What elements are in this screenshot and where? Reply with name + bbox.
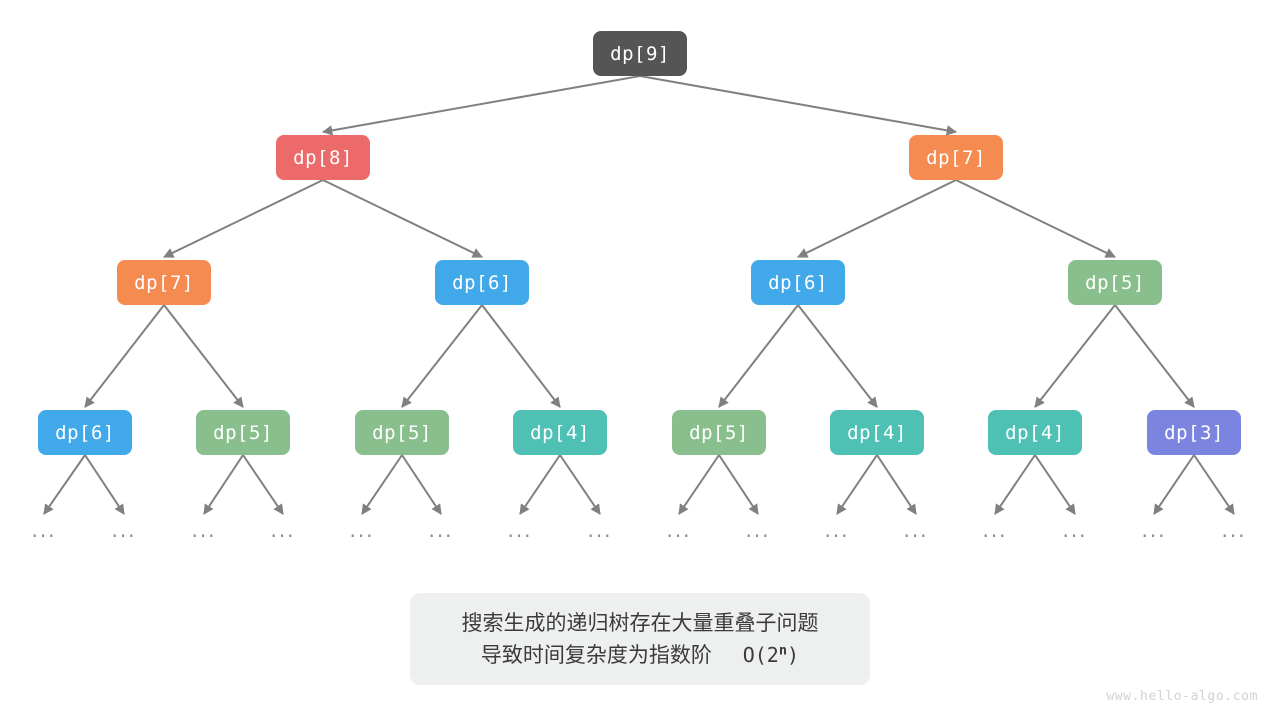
tree-node-label: dp[5] [1085, 271, 1145, 294]
complexity-tail: ) [787, 643, 800, 667]
tree-node-label: dp[5] [213, 421, 273, 444]
leaf-stub-edge-10 [836, 454, 878, 515]
tree-node-dp7-n2: dp[7] [909, 135, 1003, 180]
watermark: www.hello-algo.com [1106, 689, 1258, 704]
leaf-stub-edge-3 [242, 454, 284, 515]
complexity-formula: O(2n) [719, 642, 800, 667]
ellipsis-marker: ··· [31, 524, 57, 548]
tree-node-label: dp[6] [452, 271, 512, 294]
tree-node-label: dp[4] [847, 421, 907, 444]
tree-node-label: dp[4] [1005, 421, 1065, 444]
leaf-stub-edge-4 [361, 454, 403, 515]
tree-node-label: dp[8] [293, 146, 353, 169]
ellipsis-marker: ··· [191, 524, 217, 548]
tree-node-dp5-n6: dp[5] [1068, 260, 1162, 305]
tree-node-dp6-n5: dp[6] [751, 260, 845, 305]
leaf-stub-edge-7 [559, 454, 601, 515]
complexity-exponent: n [778, 642, 788, 659]
ellipsis-marker: ··· [507, 524, 533, 548]
edge-n1-to-n3 [163, 179, 324, 258]
leaf-stub-edge-2 [203, 454, 244, 515]
leaf-stub-edge-15 [1193, 454, 1235, 515]
tree-node-label: dp[9] [610, 42, 670, 65]
ellipsis-marker: ··· [587, 524, 613, 548]
tree-node-label: dp[6] [55, 421, 115, 444]
tree-node-label: dp[6] [768, 271, 828, 294]
leaf-stub-edge-6 [519, 454, 561, 515]
ellipsis-marker: ··· [111, 524, 137, 548]
edge-n3-to-n8 [163, 304, 244, 408]
tree-node-label: dp[7] [134, 271, 194, 294]
ellipsis-marker: ··· [903, 524, 929, 548]
ellipsis-marker: ··· [666, 524, 692, 548]
leaf-stub-edge-12 [994, 454, 1036, 515]
complexity-base: O(2 [742, 643, 779, 667]
ellipsis-marker: ··· [745, 524, 771, 548]
tree-edges [84, 75, 1195, 408]
edge-n2-to-n6 [955, 179, 1116, 258]
caption-line-1: 搜索生成的递归树存在大量重叠子问题 [461, 610, 819, 635]
edge-n0-to-n2 [639, 75, 958, 136]
leaf-stub-edge-9 [718, 454, 759, 515]
ellipsis-marker: ··· [1062, 524, 1088, 548]
ellipsis-marker: ··· [982, 524, 1008, 548]
tree-node-dp8-n1: dp[8] [276, 135, 370, 180]
tree-node-dp6-n7: dp[6] [38, 410, 132, 455]
edge-n5-to-n11 [718, 304, 799, 408]
edge-n4-to-n9 [401, 304, 483, 408]
tree-node-dp9-n0: dp[9] [593, 31, 687, 76]
caption-line-2-text: 导致时间复杂度为指数阶 [480, 643, 712, 667]
leaf-stub-edge-1 [84, 454, 125, 515]
tree-node-dp4-n13: dp[4] [988, 410, 1082, 455]
edge-n6-to-n13 [1034, 304, 1116, 408]
ellipsis-marker: ··· [824, 524, 850, 548]
tree-node-dp5-n11: dp[5] [672, 410, 766, 455]
edge-n2-to-n5 [797, 179, 957, 258]
tree-node-label: dp[7] [926, 146, 986, 169]
caption-line-2: 导致时间复杂度为指数阶 O(2n) [481, 642, 799, 668]
leaf-stub-edge-13 [1034, 454, 1076, 515]
tree-node-dp5-n8: dp[5] [196, 410, 290, 455]
leaf-stub-edges [43, 454, 1235, 515]
tree-node-dp7-n3: dp[7] [117, 260, 211, 305]
leaf-stub-edge-8 [678, 454, 720, 515]
edge-n3-to-n7 [84, 304, 165, 408]
caption-box: 搜索生成的递归树存在大量重叠子问题 导致时间复杂度为指数阶 O(2n) [410, 593, 870, 685]
ellipsis-marker: ··· [1141, 524, 1167, 548]
edge-n6-to-n14 [1114, 304, 1195, 408]
ellipsis-marker: ··· [1221, 524, 1247, 548]
ellipsis-marker: ··· [349, 524, 375, 548]
edge-n0-to-n1 [321, 75, 641, 136]
tree-node-dp4-n12: dp[4] [830, 410, 924, 455]
ellipsis-marker: ··· [428, 524, 454, 548]
leaf-stub-edge-5 [401, 454, 442, 515]
tree-node-dp5-n9: dp[5] [355, 410, 449, 455]
tree-node-dp6-n4: dp[6] [435, 260, 529, 305]
edge-n5-to-n12 [797, 304, 878, 408]
tree-node-dp3-n14: dp[3] [1147, 410, 1241, 455]
leaf-stub-edge-11 [876, 454, 917, 515]
edge-n4-to-n10 [481, 304, 561, 408]
edge-n1-to-n4 [322, 179, 483, 258]
tree-node-label: dp[4] [530, 421, 590, 444]
tree-node-label: dp[3] [1164, 421, 1224, 444]
tree-node-label: dp[5] [689, 421, 749, 444]
ellipsis-marker: ··· [270, 524, 296, 548]
leaf-stub-edge-0 [43, 454, 86, 515]
tree-node-label: dp[5] [372, 421, 432, 444]
tree-node-dp4-n10: dp[4] [513, 410, 607, 455]
leaf-stub-edge-14 [1153, 454, 1195, 515]
